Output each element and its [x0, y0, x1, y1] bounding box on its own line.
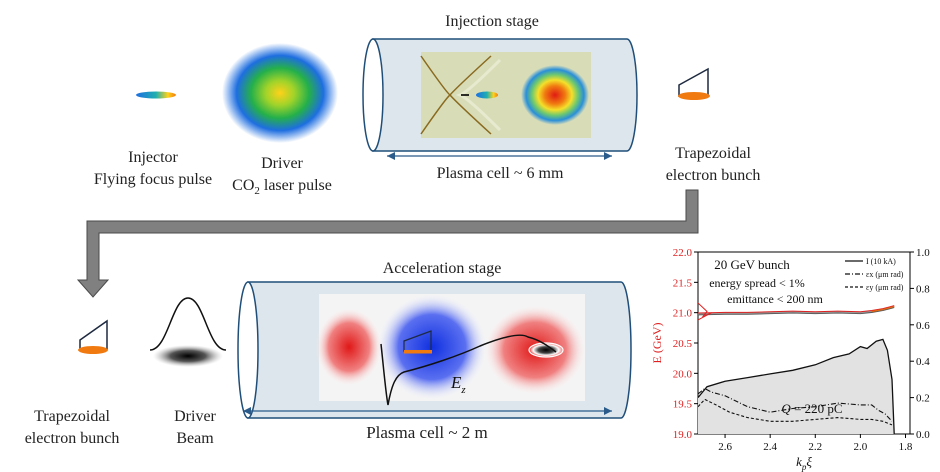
flow-arrow: [76, 189, 699, 298]
x-tick-label: 2.4: [763, 441, 777, 453]
acceleration-stage-title: Acceleration stage: [383, 260, 502, 277]
annotation-charge: Q = 220 pC: [781, 401, 842, 416]
right-tick-label: 0.0: [916, 429, 930, 441]
chart-legend: I (10 kA) εx (μm rad) εy (μm rad): [845, 257, 904, 292]
current-fill-area: [698, 339, 895, 434]
chart-axes: 2.6 2.4 2.2 2.0 1.8 19.0 19.5 20.0 20.5 21.0 21.5 2…: [673, 247, 931, 453]
series-current-line: [698, 338, 895, 434]
chart-annotations: 20 GeV bunch energy spread < 1% emittanc…: [709, 257, 842, 416]
x-tick-label: 1.8: [899, 441, 913, 453]
cell-entrance-face-lower: [237, 281, 259, 419]
bunch-base: [678, 92, 710, 100]
x-tick-label: 2.2: [808, 441, 822, 453]
injector-label-line1: Injector: [128, 149, 178, 166]
trapezoidal-bunch-top: Trapezoidal electron bunch: [666, 67, 761, 184]
injector-pulse: Injector Flying focus pulse: [94, 91, 212, 188]
injector-label-line2: Flying focus pulse: [94, 171, 212, 188]
right-tick-label: 0.8: [916, 283, 930, 295]
bunch-label-bottom-line1: Trapezoidal: [34, 408, 110, 425]
bunch-label-bottom-line2: electron bunch: [25, 430, 120, 447]
driver-label-line1: Driver: [261, 155, 303, 172]
legend-label-emit-x: εx (μm rad): [866, 270, 904, 279]
cell-entrance-face: [362, 38, 384, 152]
annotation-emittance: emittance < 200 nm: [727, 292, 823, 306]
right-tick-label: 0.6: [916, 320, 930, 332]
series-energy-trace: [698, 305, 895, 314]
driver-label-line2: CO2 laser pulse: [232, 177, 332, 197]
annotation-bunch-energy: 20 GeV bunch: [714, 257, 790, 272]
injection-stage-title: Injection stage: [445, 13, 539, 30]
left-axis-label: E (GeV): [650, 323, 664, 364]
series-emittance-y-line: [698, 398, 893, 426]
bunch-base-lower: [78, 346, 108, 354]
annotation-energy-spread: energy spread < 1%: [709, 276, 805, 290]
legend-label-current: I (10 kA): [866, 257, 896, 266]
driver-beam-label-line1: Driver: [174, 408, 216, 425]
acceleration-stage: Acceleration stage Ez Plasma cell ~ 2 m …: [25, 260, 632, 447]
trapezoid-outline-lower: [79, 319, 108, 350]
driver-beam-spot: [528, 342, 564, 358]
trapezoid-outline: [678, 67, 709, 97]
injection-stage: Injection stage Plasma cell ~ 6 mm Injec…: [94, 13, 760, 197]
trapezoidal-bunch-bottom: Trapezoidal electron bunch: [25, 319, 120, 447]
right-tick-label: 0.4: [916, 356, 930, 368]
negative-field-region: [376, 293, 488, 401]
x-axis-label: kpξ: [796, 454, 812, 472]
right-tick-label: 0.2: [916, 393, 930, 405]
ez-field-curve: [380, 334, 557, 406]
positive-field-region-left: [315, 307, 383, 387]
injector-pulse-shape: [136, 91, 176, 99]
series-energy-tail: [698, 302, 712, 321]
acceleration-plasma-cell: Ez Plasma cell ~ 2 m: [237, 281, 632, 442]
left-tick-label: 20.5: [673, 338, 693, 350]
bunch-label-top-line2: electron bunch: [666, 167, 761, 184]
left-tick-label: 19.0: [673, 429, 693, 441]
energy-current-chart: 2.6 2.4 2.2 2.0 1.8 19.0 19.5 20.0 20.5 21.0 21.5 2…: [650, 247, 930, 472]
legend-label-emit-y: εy (μm rad): [866, 283, 904, 292]
injection-plasma-cell: Plasma cell ~ 6 mm: [362, 38, 638, 182]
driver-laser-pulse: Driver CO2 laser pulse: [222, 43, 338, 197]
left-tick-label: 19.5: [673, 399, 693, 411]
driver-laser-spot: [222, 43, 338, 143]
series-energy-head: [871, 306, 895, 313]
injection-cell-label: Plasma cell ~ 6 mm: [437, 165, 564, 182]
series-emittance-x-line: [698, 387, 893, 422]
acceleration-cell-label: Plasma cell ~ 2 m: [366, 423, 488, 442]
bunch-inside-cell: [404, 350, 432, 354]
chart-plot-area: [698, 302, 895, 434]
driver-beam: Driver Beam: [149, 297, 227, 447]
series-energy-trace: [698, 307, 895, 316]
x-tick-label: 2.6: [718, 441, 732, 453]
bunch-label-top-line1: Trapezoidal: [675, 145, 751, 162]
driver-beam-label-line2: Beam: [176, 430, 214, 447]
left-tick-label: 21.0: [673, 308, 693, 320]
beam-spot: [153, 345, 223, 367]
ez-label: Ez: [450, 373, 466, 396]
left-tick-label: 21.5: [673, 277, 693, 289]
left-tick-label: 20.0: [673, 368, 693, 380]
left-tick-label: 22.0: [673, 247, 693, 259]
wake-driver-spot: [521, 65, 589, 125]
beam-profile-curve: [149, 297, 227, 351]
injected-bunch-mark: [476, 91, 498, 99]
x-tick-label: 2.0: [854, 441, 868, 453]
right-tick-label: 1.0: [916, 247, 930, 259]
